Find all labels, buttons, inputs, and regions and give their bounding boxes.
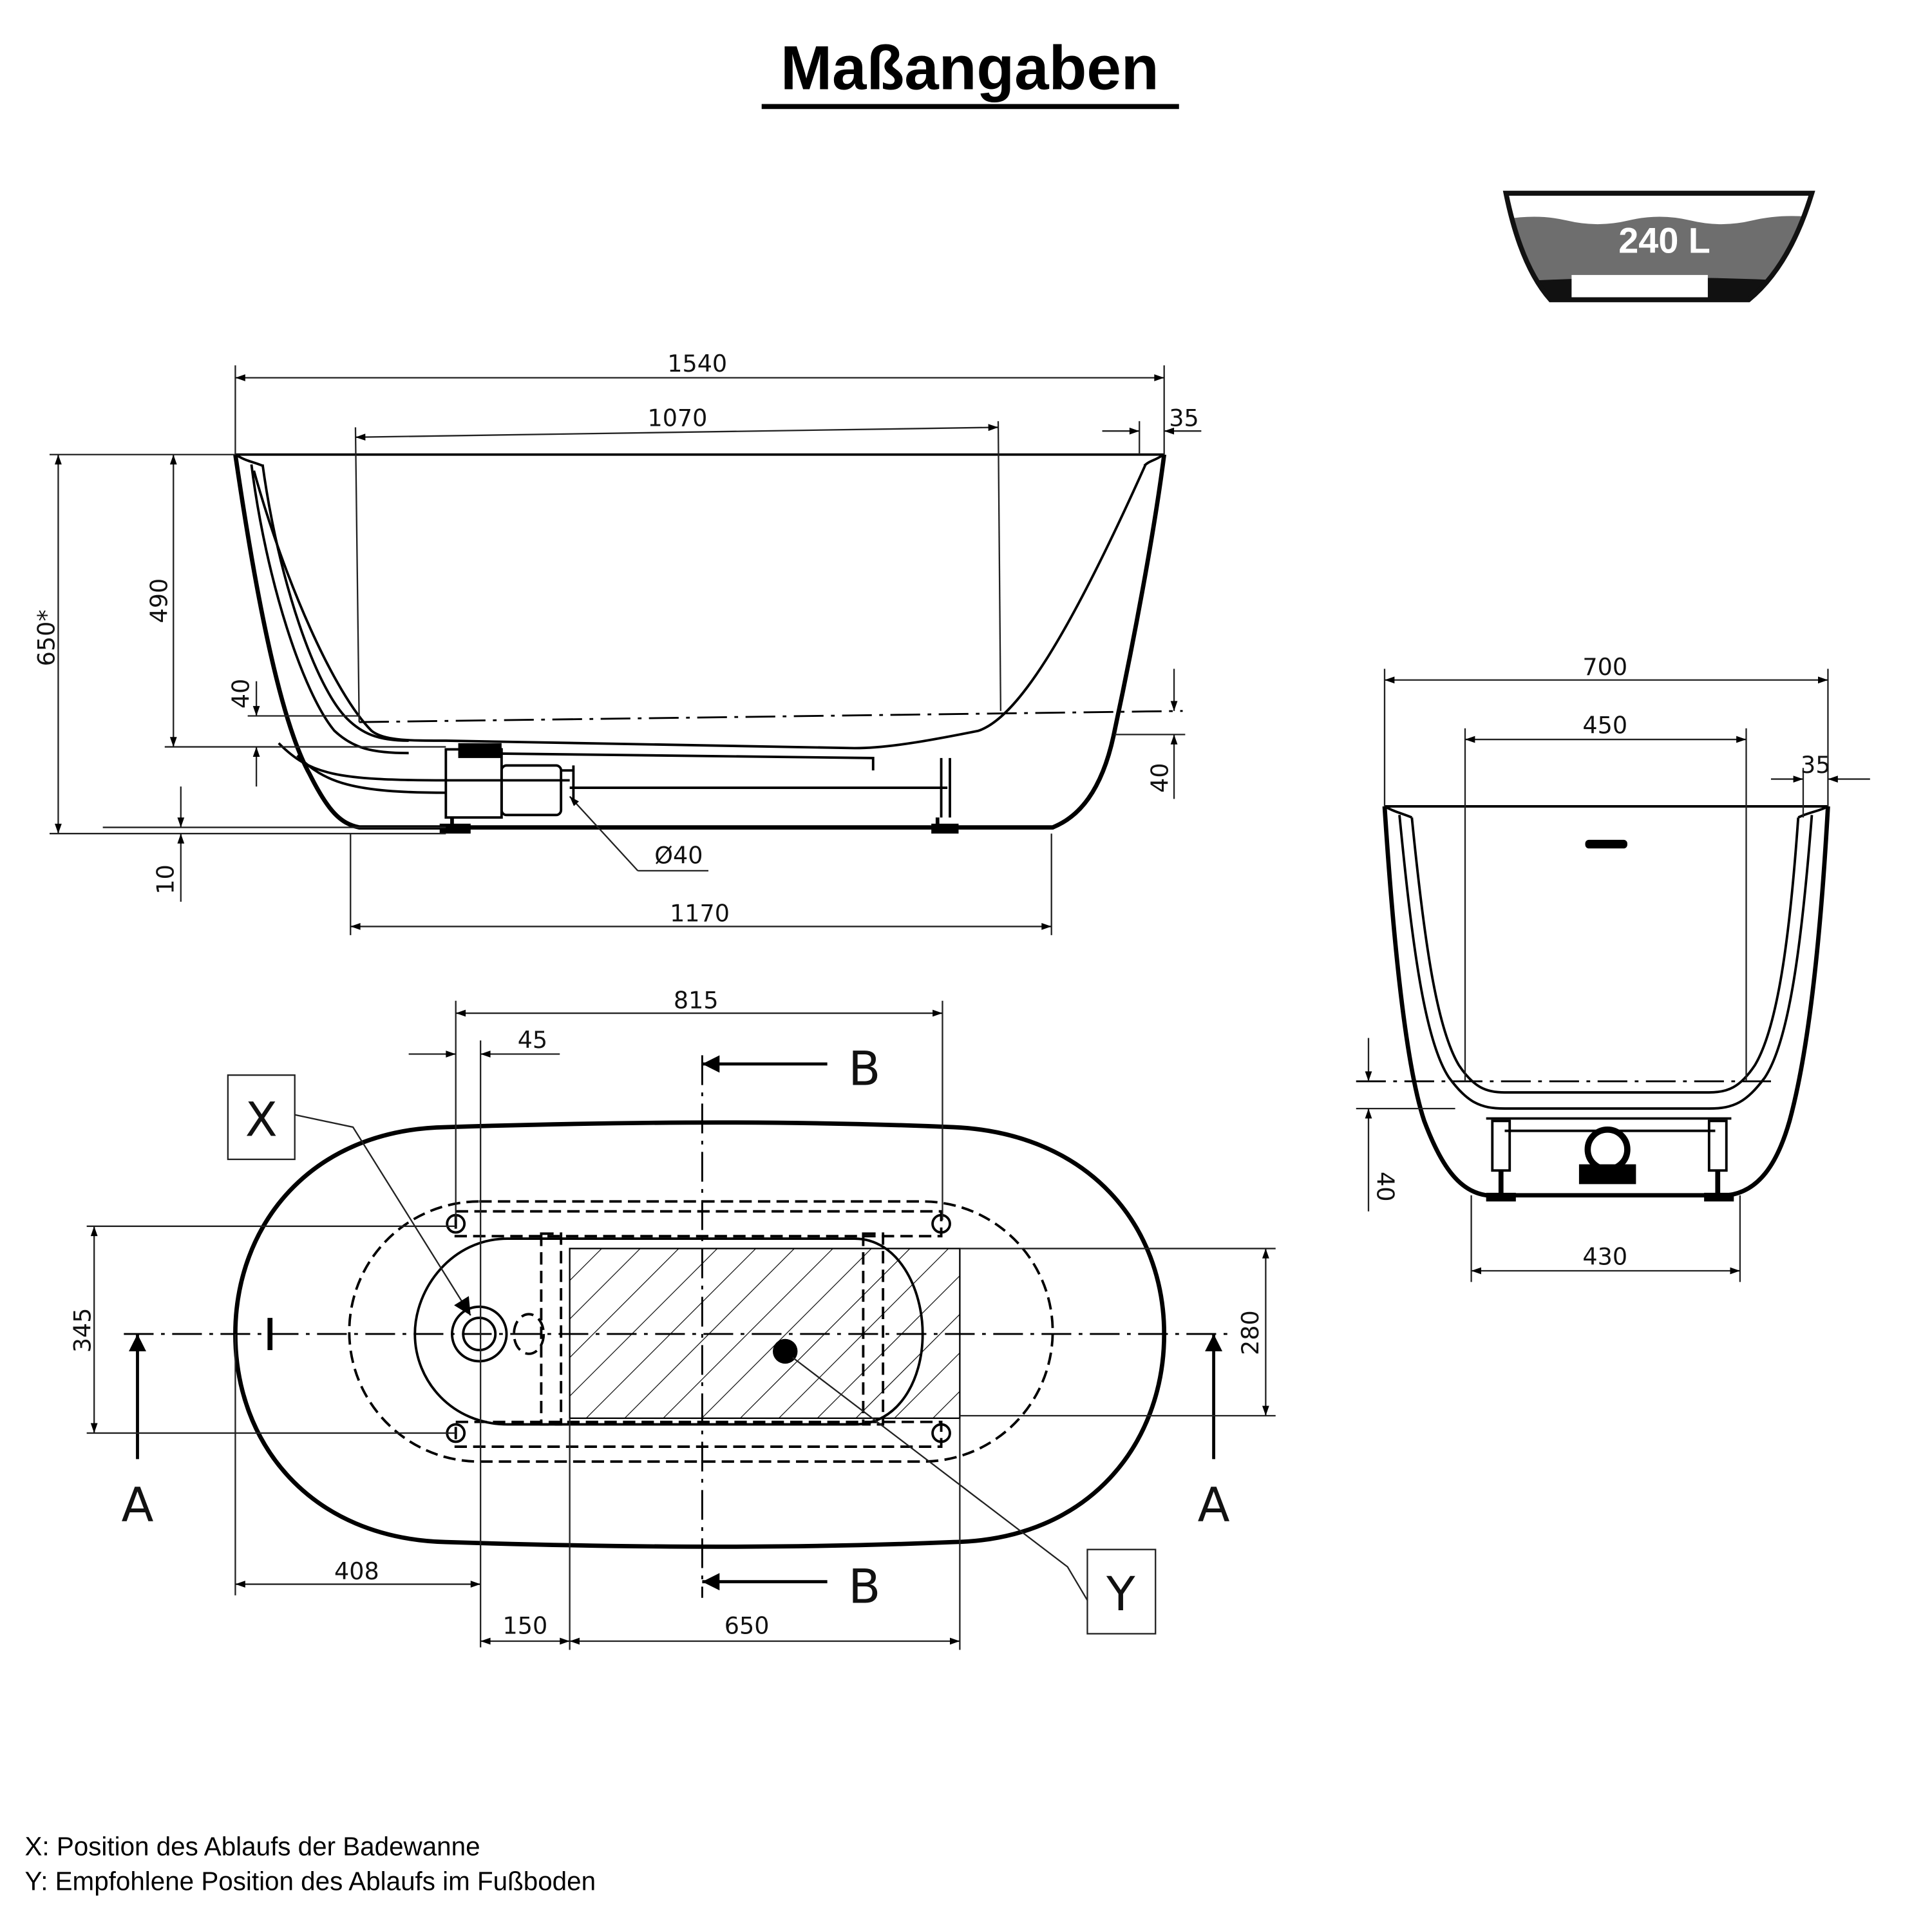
note-x: X: Position des Ablaufs der Badewanne xyxy=(24,1832,480,1861)
dim-offset: 45 xyxy=(518,1026,547,1054)
dim-feet-spacing: 815 xyxy=(674,986,719,1014)
dim-rim-side: 35 xyxy=(1169,404,1198,432)
page-title: Maßangaben xyxy=(781,33,1159,102)
dim-plinth: 10 xyxy=(151,864,179,894)
front-view: 700 450 35 40 430 xyxy=(1356,653,1870,1282)
section-b-bottom: B xyxy=(848,1559,880,1614)
dim-hatch-width: 280 xyxy=(1236,1310,1264,1355)
capacity-icon: 240 L xyxy=(1502,191,1815,303)
dim-rim-front: 35 xyxy=(1801,751,1830,779)
dim-hatch-length: 650 xyxy=(724,1612,770,1639)
section-a-left: A xyxy=(122,1478,154,1532)
dim-gap: 150 xyxy=(503,1612,548,1639)
note-y: Y: Empfohlene Position des Ablaufs im Fu… xyxy=(24,1867,596,1896)
side-view: 1540 1070 35 650* 490 40 10 40 Ø40 1170 xyxy=(33,350,1202,935)
marker-y: Y xyxy=(1106,1567,1135,1622)
dim-base-width: 430 xyxy=(1582,1242,1627,1270)
dim-drain-diameter: Ø40 xyxy=(654,841,703,869)
top-view: B B A A X Y 815 45 345 280 408 150 650 xyxy=(68,986,1276,1650)
dim-floor-left: 40 xyxy=(227,679,255,709)
section-a-right: A xyxy=(1198,1478,1230,1532)
floor-drain-dot xyxy=(773,1338,798,1364)
capacity-label: 240 L xyxy=(1618,220,1710,260)
dim-floor-front: 40 xyxy=(1371,1172,1399,1201)
dim-floor-right: 40 xyxy=(1146,763,1173,792)
dim-depth: 490 xyxy=(146,578,173,623)
dim-drain-offset: 408 xyxy=(334,1557,379,1585)
dim-inner-length: 1070 xyxy=(647,404,707,432)
dim-inner-width: 450 xyxy=(1582,711,1627,739)
dim-base-length: 1170 xyxy=(670,900,730,927)
dim-width-feet: 345 xyxy=(68,1308,96,1353)
dim-overall-width: 700 xyxy=(1582,653,1627,681)
dim-height: 650* xyxy=(33,609,61,666)
section-b-top: B xyxy=(848,1042,880,1097)
marker-x: X xyxy=(245,1092,278,1147)
dim-overall-length: 1540 xyxy=(667,350,727,377)
